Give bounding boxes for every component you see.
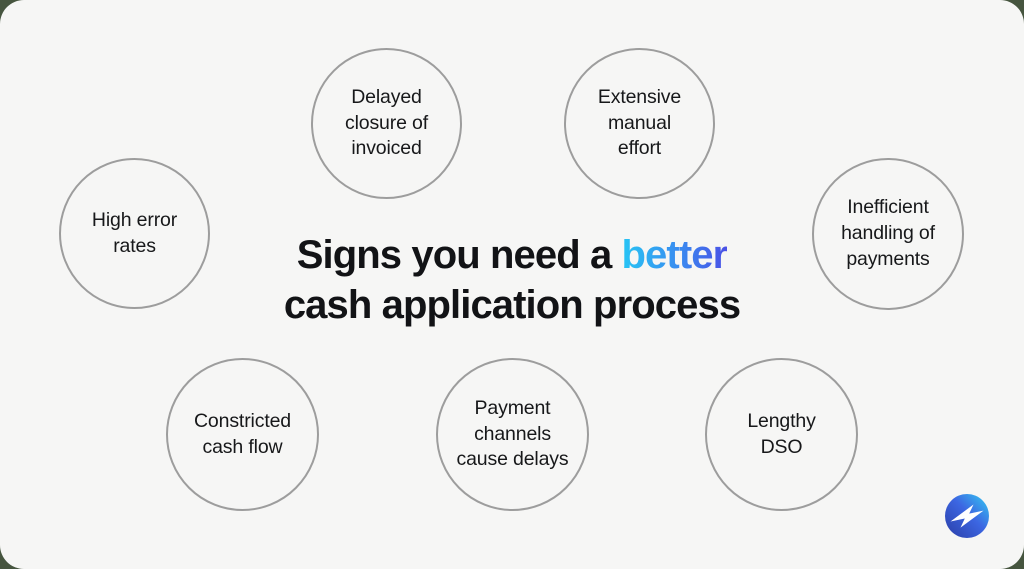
bubble-label: High error rates bbox=[91, 208, 178, 257]
bubble-label: Inefficient handling of payments bbox=[841, 196, 935, 270]
bubble-label: Payment channels cause delays bbox=[456, 396, 569, 471]
headline: Signs you need a better cash application… bbox=[0, 230, 1024, 331]
bubble-lengthy-dso: Lengthy DSO bbox=[705, 358, 858, 511]
headline-line-1-prefix: Signs you need a bbox=[296, 233, 622, 277]
bubble-label: Constricted cash flow bbox=[194, 409, 291, 458]
lightning-bolt-logo bbox=[943, 492, 991, 540]
bubble-label: Lengthy DSO bbox=[747, 409, 816, 458]
lightning-bolt-logo-icon bbox=[945, 494, 989, 538]
headline-line-1: Signs you need a better bbox=[0, 230, 1024, 280]
bubble-label: Extensive manual effort bbox=[597, 85, 682, 160]
bubble-constricted-cash-flow: Constricted cash flow bbox=[166, 358, 319, 511]
bubble-label: Delayed closure of invoiced bbox=[344, 85, 429, 160]
headline-accent-word: better bbox=[621, 233, 729, 277]
bubble-inefficient-handling-of-payments: Inefficient handling of payments bbox=[812, 158, 964, 310]
bubble-delayed-closure: Delayed closure of invoiced bbox=[311, 48, 462, 199]
headline-line-2: cash application process bbox=[283, 283, 741, 328]
bubble-high-error-rates: High error rates bbox=[59, 158, 210, 309]
bubble-extensive-manual-effort: Extensive manual effort bbox=[564, 48, 715, 199]
bubble-payment-channels-cause-delays: Payment channels cause delays bbox=[436, 358, 589, 511]
